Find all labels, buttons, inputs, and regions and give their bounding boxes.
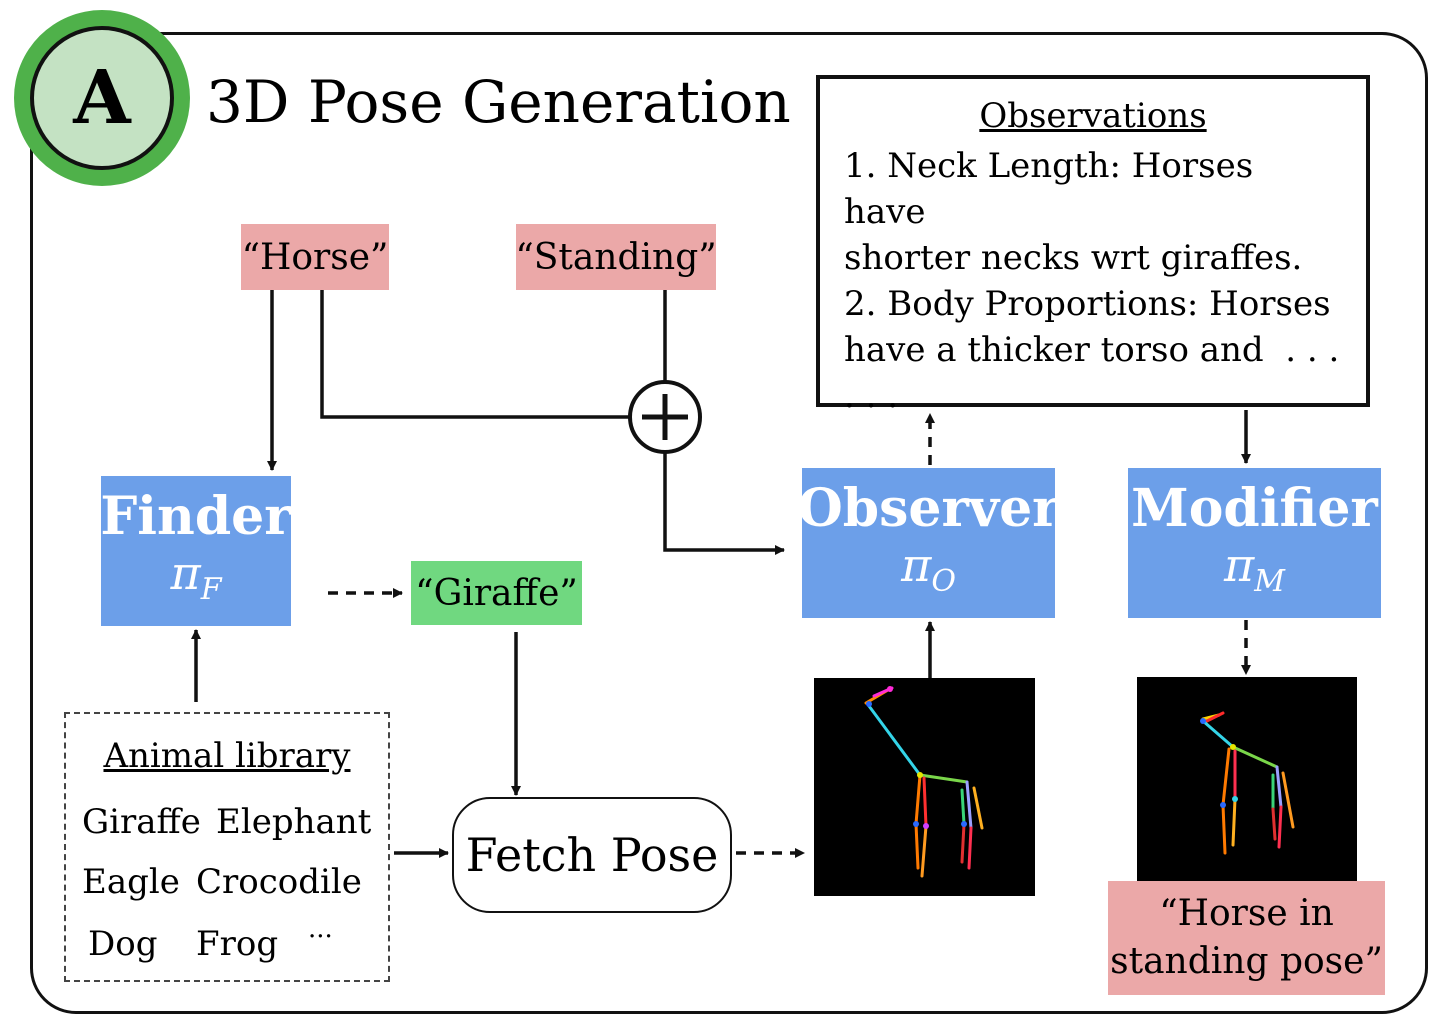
finder-module: Finder πF [100, 476, 292, 626]
observer-symbol: πO [901, 538, 956, 600]
observation-line: shorter necks wrt giraffes. [844, 238, 1303, 278]
observations-box: Observations 1. Neck Length: Horses have… [816, 75, 1370, 416]
animal-input-label: “Horse” [241, 224, 389, 290]
modifier-symbol: πM [1224, 538, 1285, 600]
animal-library: Animal library Giraffe Elephant Eagle Cr… [64, 712, 390, 982]
observation-line: . . . [844, 376, 899, 416]
caption-line: standing pose” [1110, 941, 1383, 982]
modifier-module: Modifier πM [1128, 468, 1381, 618]
library-item-more: ··· [308, 922, 333, 952]
fetch-pose-box: Fetch Pose [452, 797, 732, 913]
section-badge-letter: A [30, 26, 174, 170]
library-item: Eagle [82, 862, 180, 902]
section-title: 3D Pose Generation [206, 68, 791, 136]
concat-plus-icon [628, 380, 702, 454]
observations-title: Observations [979, 96, 1207, 136]
horse-pose-image [1137, 677, 1357, 885]
observation-line: 1. Neck Length: Horses have [844, 146, 1254, 232]
finder-symbol: πF [170, 546, 222, 608]
output-caption: “Horse in standing pose” [1108, 881, 1385, 995]
library-item: Elephant [216, 802, 372, 842]
line-horse-to-plus [320, 290, 630, 419]
library-title: Animal library [103, 736, 351, 776]
pose-input-label: “Standing” [515, 224, 717, 290]
found-animal-label: “Giraffe” [411, 561, 582, 625]
observation-line: have a thicker torso and . . . [844, 330, 1340, 370]
finder-name: Finder [100, 486, 292, 548]
observation-line: 2. Body Proportions: Horses [844, 284, 1331, 324]
caption-line: “Horse in [1159, 893, 1334, 934]
library-item: Dog [88, 924, 158, 964]
giraffe-pose-image [814, 678, 1035, 896]
observer-name: Observer [797, 478, 1060, 540]
observer-module: Observer πO [797, 468, 1060, 618]
library-item: Crocodile [196, 862, 362, 902]
modifier-name: Modifier [1131, 478, 1378, 540]
arrow-plus-to-observer [663, 452, 785, 555]
library-item: Frog [196, 924, 279, 964]
library-item: Giraffe [82, 802, 201, 842]
